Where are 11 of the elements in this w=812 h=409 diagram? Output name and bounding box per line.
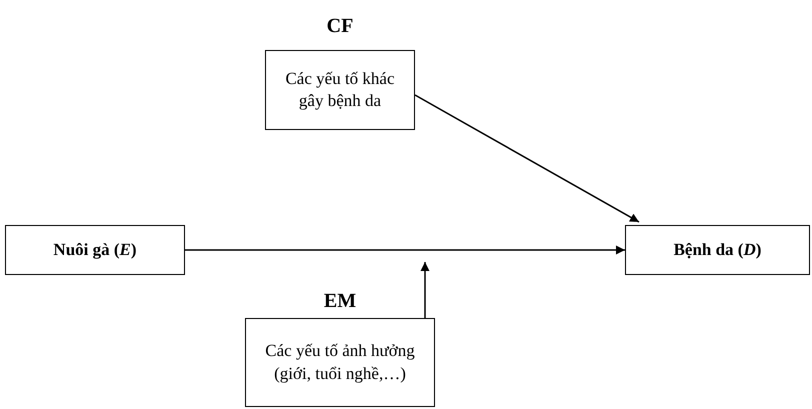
variable-box (625, 225, 810, 275)
factor-heading: EM (322, 290, 358, 313)
arrow (414, 94, 640, 223)
variable-box (5, 225, 185, 275)
factor-description: Các yếu tố khác gây bệnh da (284, 68, 396, 112)
factor-description: Các yếu tố ảnh hưởng (giới, tuổi nghề,…) (264, 340, 416, 385)
variable-label: Nuôi gà (E) (53, 238, 137, 261)
arrow (420, 262, 430, 318)
variable-label: Bệnh da (D) (674, 238, 762, 261)
factor-heading: CF (326, 15, 354, 38)
arrow (185, 246, 625, 254)
